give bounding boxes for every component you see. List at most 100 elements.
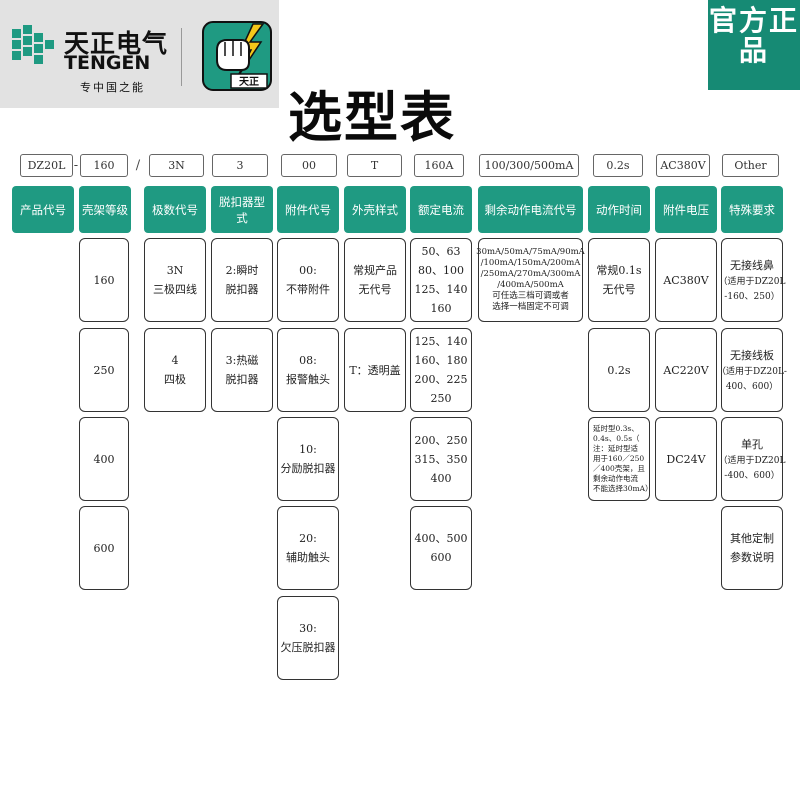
current-option-600[interactable]: 400、500 600 — [410, 506, 472, 590]
voltage-option-ac220v[interactable]: AC220V — [655, 328, 717, 412]
trip-desc: 脱扣器 — [225, 283, 259, 296]
frame-option-label: 400 — [93, 452, 115, 466]
trip-option-thermal-magnetic[interactable]: 3:热磁 脱扣器 — [211, 328, 273, 412]
current-values: 50、63 — [421, 245, 461, 258]
code-poles: 3N — [149, 154, 204, 177]
code-special: Other — [722, 154, 779, 177]
frame-option-label: 160 — [93, 273, 115, 287]
special-line: 400、600） — [725, 381, 779, 392]
voltage-option-dc24v[interactable]: DC24V — [655, 417, 717, 501]
current-values: 80、100 — [418, 264, 464, 277]
current-option-160[interactable]: 50、63 80、100 125、140 160 — [410, 238, 472, 322]
header-rated-current: 额定电流 — [410, 186, 472, 233]
accessory-option-20[interactable]: 20: 辅助触头 — [277, 506, 339, 590]
trip-code: 3:热磁 — [225, 354, 259, 367]
time-option-standard[interactable]: 常规0.1s 无代号 — [588, 238, 650, 322]
current-values: 125、140 — [414, 335, 468, 348]
special-line: -400、600） — [724, 470, 780, 481]
residual-line: /400mA/500mA — [497, 280, 564, 290]
header-special-requirement: 特殊要求 — [721, 186, 783, 233]
special-option-no-lug[interactable]: 无接线鼻 （适用于DZ20L -160、250） — [718, 238, 786, 322]
accessory-code: 08: — [299, 354, 317, 367]
time-delay-line: 不能选择30mA） — [593, 484, 653, 493]
residual-line: /100mA/150mA/200mA — [480, 258, 581, 268]
header-accessory-code: 附件代号 — [277, 186, 339, 233]
time-delay-line: 0.4s、0.5s（ — [593, 434, 640, 443]
current-values: 125、140 — [414, 283, 468, 296]
time-delay-line: 用于160／250 — [593, 454, 645, 463]
residual-current-option[interactable]: 30mA/50mA/75mA/90mA /100mA/150mA/200mA /… — [476, 238, 585, 322]
accessory-desc: 不带附件 — [286, 283, 330, 296]
pole-option-3n[interactable]: 3N 三极四线 — [144, 238, 206, 322]
trip-option-instant[interactable]: 2:瞬时 脱扣器 — [211, 238, 273, 322]
frame-option-label: 250 — [93, 363, 115, 377]
time-delay-line: 注：延时型适 — [593, 444, 638, 453]
accessory-option-08[interactable]: 08: 报警触头 — [277, 328, 339, 412]
residual-line: 30mA/50mA/75mA/90mA — [476, 247, 585, 257]
pole-code: 4 — [171, 354, 179, 367]
pole-desc: 四极 — [164, 373, 186, 386]
code-product: DZ20L — [20, 154, 73, 177]
special-line: 其他定制 — [730, 532, 774, 545]
current-values: 200、250 — [414, 433, 468, 447]
current-values: 315、350 — [414, 452, 468, 466]
frame-option-label: 600 — [93, 541, 115, 555]
special-option-single-hole[interactable]: 单孔 （适用于DZ20L -400、600） — [719, 417, 785, 501]
time-option-delay[interactable]: 延时型0.3s、 0.4s、0.5s（ 注：延时型适 用于160／250 ／40… — [588, 417, 653, 501]
residual-line: 选择一档固定不可调 — [492, 302, 569, 312]
special-line: -160、250） — [724, 291, 780, 302]
code-current: 160A — [414, 154, 464, 177]
voltage-option-ac380v[interactable]: AC380V — [655, 238, 717, 322]
time-line: 无代号 — [602, 283, 636, 296]
accessory-desc: 欠压脱扣器 — [280, 641, 336, 654]
code-separator-slash: / — [135, 158, 141, 173]
current-values: 600 — [430, 551, 452, 564]
time-delay-line: ／400壳架，且 — [593, 464, 645, 473]
page-title: 选型表 — [288, 86, 456, 149]
header-pole-code: 极数代号 — [144, 186, 206, 233]
accessory-option-30[interactable]: 30: 欠压脱扣器 — [277, 596, 339, 680]
pole-option-4[interactable]: 4 四极 — [144, 328, 206, 412]
accessory-code: 20: — [299, 532, 317, 545]
special-line: 单孔 — [741, 437, 763, 451]
voltage-label: AC380V — [663, 273, 709, 287]
current-values: 400、500 — [414, 532, 468, 545]
current-values: 160、180 — [414, 354, 468, 367]
current-option-250[interactable]: 125、140 160、180 200、225 250 — [410, 328, 472, 412]
mascot-text: 天正 — [239, 76, 259, 88]
header-trip-type: 脱扣器型式 — [211, 186, 273, 233]
accessory-option-00[interactable]: 00: 不带附件 — [277, 238, 339, 322]
time-option-0-2s[interactable]: 0.2s — [588, 328, 650, 412]
frame-option-160[interactable]: 160 — [79, 238, 129, 322]
header-accessory-voltage: 附件电压 — [655, 186, 717, 233]
code-trip: 3 — [212, 154, 268, 177]
shell-line: 无代号 — [358, 283, 392, 296]
accessory-code: 00: — [299, 264, 317, 277]
special-line: 无接线板 — [730, 348, 774, 362]
shell-option-transparent[interactable]: T：透明盖 — [344, 328, 406, 412]
fist-mascot-icon: 天正 — [202, 21, 272, 91]
accessory-desc: 分励脱扣器 — [280, 462, 336, 475]
residual-line: 可任选三档可调或者 — [492, 291, 569, 301]
pole-code: 3N — [166, 264, 184, 277]
code-residual: 100/300/500mA — [479, 154, 579, 177]
time-line: 常规0.1s — [596, 264, 642, 277]
header-frame-grade: 壳架等级 — [79, 186, 131, 233]
code-frame: 160 — [80, 154, 128, 177]
frame-option-400[interactable]: 400 — [79, 417, 129, 501]
frame-option-600[interactable]: 600 — [79, 506, 129, 590]
frame-option-250[interactable]: 250 — [79, 328, 129, 412]
special-option-no-terminal-board[interactable]: 无接线板 （适用于DZ20L- 400、600） — [717, 328, 787, 412]
header-action-time: 动作时间 — [588, 186, 650, 233]
code-voltage: AC380V — [656, 154, 710, 177]
shell-line: T：透明盖 — [349, 363, 401, 377]
special-line: （适用于DZ20L — [718, 276, 786, 287]
code-accessory: 00 — [281, 154, 337, 177]
shell-option-standard[interactable]: 常规产品 无代号 — [344, 238, 406, 322]
current-option-400[interactable]: 200、250 315、350 400 — [410, 417, 472, 501]
special-option-custom[interactable]: 其他定制 参数说明 — [721, 506, 783, 590]
special-line: （适用于DZ20L- — [717, 366, 787, 377]
current-values: 200、225 — [414, 373, 468, 386]
brand-name-en: TENGEN — [64, 52, 151, 74]
accessory-option-10[interactable]: 10: 分励脱扣器 — [277, 417, 339, 501]
